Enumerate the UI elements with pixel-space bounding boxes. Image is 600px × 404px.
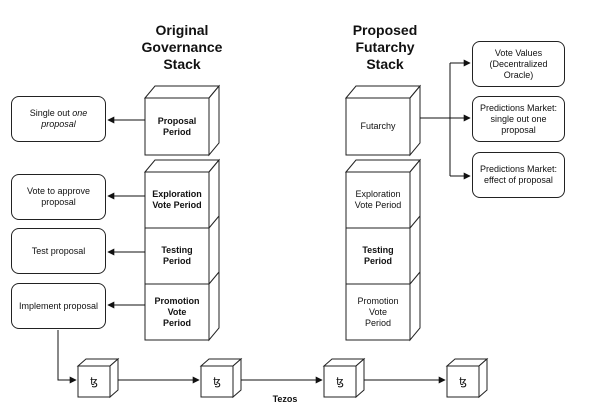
vote-to-approve-label: Vote to approve proposal [26, 186, 91, 207]
implement-proposal-label: Implement proposal [18, 300, 99, 311]
single-out-suffix: proposal [41, 119, 76, 129]
original-stack-heading: Original Governance Stack [141, 22, 223, 72]
futarchy-exploration-label: Exploration Vote Period [354, 189, 402, 210]
futarchy-label: Futarchy [360, 121, 396, 131]
futarchy-testing-label: Testing Period [362, 245, 394, 266]
proposal-period-label: Proposal Period [157, 115, 197, 137]
vote-values-label: Vote Values (Decentralized Oracle) [489, 47, 548, 80]
tezos-block-icon: ꜩ [459, 376, 467, 388]
vote-to-approve-box: Vote to approve proposal [11, 174, 106, 220]
tezos-chain [76, 357, 489, 399]
futarchy-stack-heading: Proposed Futarchy Stack [352, 22, 418, 72]
promotion-vote-period-label: Promotion Vote Period [154, 295, 200, 328]
tezos-label: Tezos [272, 394, 298, 404]
predictions-effect-box: Predictions Market: effect of proposal [472, 152, 565, 198]
exploration-vote-period-label: Exploration Vote Period [152, 189, 202, 210]
testing-period-label: Testing Period [161, 245, 193, 266]
futarchy-cube [344, 84, 422, 157]
predictions-effect-label: Predictions Market: effect of proposal [479, 164, 558, 185]
proposal-period-cube [143, 84, 221, 157]
futarchy-branch-arrows [420, 59, 471, 180]
predictions-single-box: Predictions Market: single out one propo… [472, 96, 565, 142]
original-stack-cube [143, 158, 221, 342]
test-proposal-box: Test proposal [11, 228, 106, 274]
futarchy-promotion-label: Promotion Vote Period [357, 295, 399, 328]
tezos-block-icon: ꜩ [90, 376, 98, 388]
implement-proposal-box: Implement proposal [11, 283, 106, 329]
predictions-single-label: Predictions Market: single out one propo… [479, 102, 558, 135]
vote-values-box: Vote Values (Decentralized Oracle) [472, 41, 565, 87]
test-proposal-label: Test proposal [31, 245, 86, 256]
tezos-block-icon: ꜩ [213, 376, 221, 388]
single-out-prefix: Single out [29, 108, 73, 118]
futarchy-stack-cube [344, 158, 422, 342]
single-out-italic: one [72, 108, 88, 118]
arrow-implement-to-chain [57, 330, 77, 384]
tezos-block-icon: ꜩ [336, 376, 344, 388]
single-out-proposal-box: Single out one proposal [11, 96, 106, 142]
